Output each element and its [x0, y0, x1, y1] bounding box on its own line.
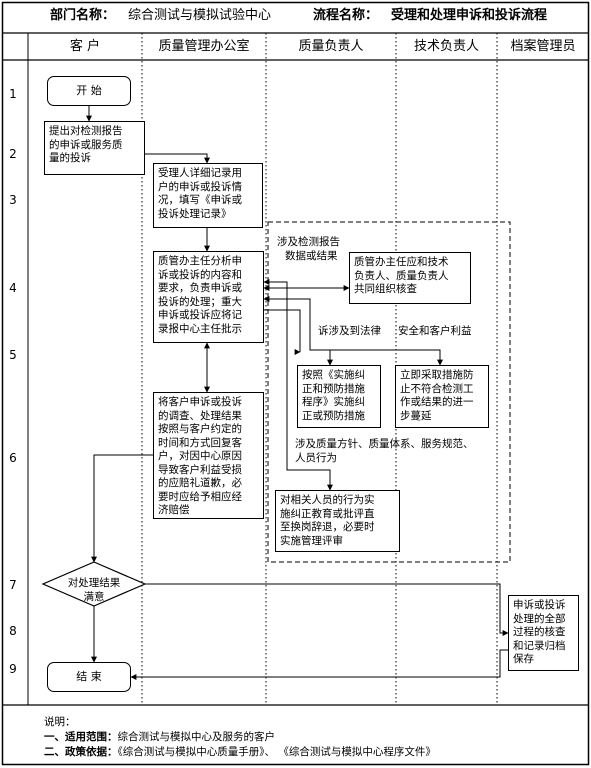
reply-customer-box: 将客户申诉或投诉 的调查、处理结果 按照与客户约定的 时间和方式回复客 户，对因… [153, 392, 264, 519]
notes-scope: 一、适用范围：综合测试与模拟中心及服务的客户 [44, 729, 275, 744]
box-line: 至换岗辞退，必要时 [280, 521, 375, 533]
box-line: 的应赔礼道歉，必 [158, 477, 242, 489]
box-line: 导致客户利益受损 [158, 463, 242, 476]
box-line: 投诉处理记录》 [158, 207, 232, 220]
record-complaint-box: 受理人详细记录用 户的申诉或投诉情 况，填写《申诉或 投诉处理记录》 [153, 163, 263, 228]
edge-label-system: 涉及质量方针、质量体系、服务规范、 人员行为 [295, 438, 474, 465]
box-line: 保存 [513, 653, 534, 665]
lane-quality-manager: 质量负责人 [298, 39, 364, 54]
row-number: 1 [9, 87, 17, 101]
box-line: 录报中心主任批示 [158, 322, 242, 335]
row-number: 5 [9, 348, 17, 362]
row-number: 8 [9, 624, 17, 638]
edge-label-line: 涉及质量方针、质量体系、服务规范、 [295, 438, 474, 450]
box-line: 诉或投诉的内容和 [158, 268, 242, 281]
box-line: 济赔偿 [158, 504, 190, 516]
box-line: 处理的全部 [513, 612, 566, 625]
box-line: 立即采取措施防 [400, 369, 474, 381]
row-number: 2 [9, 147, 17, 161]
edge-label-legal: 诉涉及到法律 [318, 325, 381, 337]
box-line: 对相关人员的行为实 [280, 494, 375, 506]
lane-technical-manager: 技术负责人 [413, 39, 479, 54]
department-label: 部门名称： [50, 8, 116, 23]
start-node: 开 始 [47, 76, 131, 106]
immediate-measures-box: 立即采取措施防 止不符合检测工 作或结果的进一 步蔓延 [395, 365, 489, 428]
edge-label-report: 涉及检测报告 数据或结果 [277, 236, 340, 263]
process-label: 流程名称： [313, 8, 379, 23]
box-line: 正和预防措施 [302, 382, 365, 395]
notes-heading: 说明： [44, 716, 76, 728]
box-line: 步蔓延 [400, 409, 432, 422]
row-number: 7 [9, 578, 17, 592]
box-line: 的调查、处理结果 [158, 409, 242, 422]
box-line: 实施管理评审 [280, 534, 343, 547]
edge-label-line: 涉及检测报告 [277, 236, 340, 248]
box-line: 受理人详细记录用 [158, 167, 242, 179]
row-number: 4 [9, 281, 17, 295]
box-line: 况，填写《申诉或 [158, 194, 242, 206]
arrow-submit-to-record [145, 153, 210, 164]
box-line: 止不符合检测工 [400, 382, 474, 395]
analyze-complaint-box: 质管办主任分析申 诉或投诉的内容和 要求，负责申诉或 投诉的处理；重大 申诉或投… [153, 251, 264, 343]
basis-value: 《综合测试与模拟中心质量手册》、 《综合测试与模拟中心程序文件》 [117, 746, 436, 758]
box-line: 申诉或投诉 [513, 599, 566, 611]
department-value: 综合测试与模拟试验中心 [128, 8, 272, 23]
lane-customer: 客 户 [69, 39, 101, 54]
decision-line: 对处理结果 [67, 577, 121, 589]
arrow-decision-to-archive [145, 583, 509, 636]
box-line: 户，对因中心原因 [158, 450, 242, 462]
arrow-to-immediate [330, 349, 443, 366]
box-line: 和记录归档 [513, 639, 566, 652]
arrow-archive-to-end [130, 649, 508, 680]
submit-complaint-box: 提出对检测报告 的申诉或服务质 量的投诉 [44, 121, 145, 175]
decision-satisfied-text: 对处理结果 满意 [58, 577, 130, 604]
box-line: 正或预防措施 [302, 409, 365, 422]
box-line: 投诉的处理；重大 [158, 295, 242, 308]
row-number: 6 [9, 451, 17, 465]
decision-line: 满意 [83, 590, 105, 603]
archive-records-box: 申诉或投诉 处理的全部 过程的核查 和记录归档 保存 [508, 595, 579, 671]
box-line: 质管办主任应和技术 [354, 256, 449, 268]
box-line: 户的申诉或投诉情 [158, 180, 242, 193]
box-line: 的申诉或服务质 [49, 138, 123, 151]
scope-label: 一、适用范围： [44, 731, 118, 743]
notes-basis: 二、政策依据：《综合测试与模拟中心质量手册》、 《综合测试与模拟中心程序文件》 [44, 744, 436, 759]
box-line: 作或结果的进一 [400, 396, 474, 408]
arrow-reply-to-decision [91, 454, 153, 563]
edge-label-line: 人员行为 [295, 451, 337, 464]
row-number: 3 [9, 193, 17, 207]
lane-quality-office: 质量管理办公室 [158, 39, 250, 54]
box-line: 提出对检测报告 [49, 125, 123, 137]
box-line: 量的投诉 [49, 152, 91, 164]
box-line: 过程的核查 [513, 626, 566, 638]
arrow-analyze-to-personnel [263, 279, 333, 491]
lane-archivist: 档案管理员 [510, 39, 576, 54]
box-line: 质管办主任分析申 [158, 255, 242, 267]
joint-review-box: 质管办主任应和技术 负责人、质量负责人 共同组织核查 [349, 252, 471, 304]
box-line: 施纠正教育或批评直 [280, 507, 375, 520]
personnel-action-box: 对相关人员的行为实 施纠正教育或批评直 至换岗辞退，必要时 实施管理评审 [275, 490, 400, 552]
box-line: 要时应给予相应经 [158, 490, 242, 503]
end-node: 结 束 [47, 662, 131, 692]
box-line: 共同组织核查 [354, 283, 417, 295]
box-line: 程序》实施纠 [302, 396, 365, 408]
edge-label-safety: 安全和客户利益 [398, 325, 472, 337]
process-value: 受理和处理申诉和投诉流程 [391, 8, 548, 23]
basis-label: 二、政策依据： [44, 746, 118, 758]
row-number: 9 [9, 662, 17, 676]
box-line: 按照《实施纠 [302, 369, 365, 381]
edge-label-line: 数据或结果 [285, 249, 338, 262]
box-line: 时间和方式回复客 [158, 436, 242, 449]
scope-value: 综合测试与模拟中心及服务的客户 [117, 731, 276, 743]
arrow-legal-branch [264, 309, 303, 353]
box-line: 负责人、质量负责人 [354, 269, 449, 282]
box-line: 将客户申诉或投诉 [158, 396, 242, 408]
box-line: 按照与客户约定的 [158, 423, 242, 435]
box-line: 申诉或投诉应将记 [158, 309, 242, 321]
corrective-action-box: 按照《实施纠 正和预防措施 程序》实施纠 正或预防措施 [297, 365, 381, 428]
box-line: 要求，负责申诉或 [158, 282, 242, 294]
